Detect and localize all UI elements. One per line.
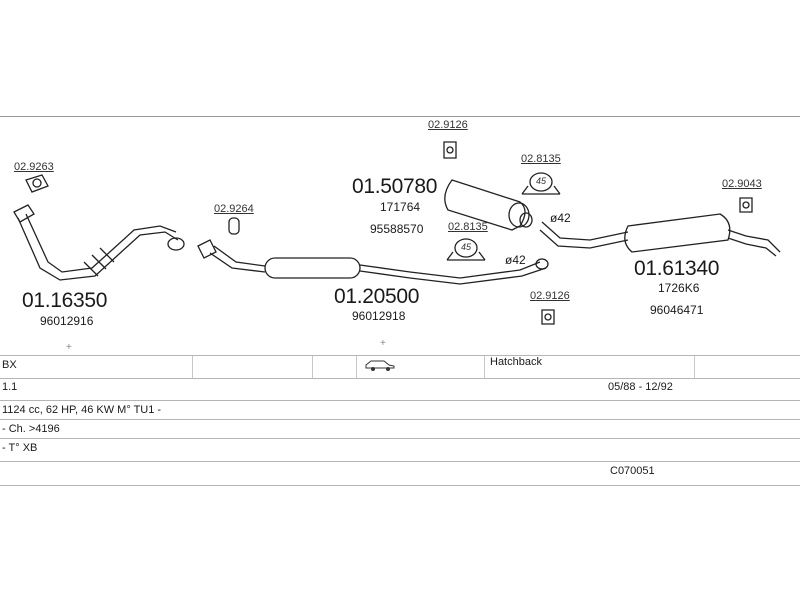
rear-rubber-drawing [739,197,753,213]
front-muffler-drawing [444,179,533,231]
rear-muffler-ref1: 1726K6 [658,281,700,295]
lower-rubber-code[interactable]: 02.9126 [530,290,570,302]
diameter-upper: ø42 [550,211,571,225]
divider [312,356,313,378]
middle-gasket-code[interactable]: 02.9264 [214,203,254,215]
divider [192,356,193,378]
rear-muffler-code[interactable]: 01.61340 [634,257,720,280]
top-border [0,116,800,117]
kit-code-cell[interactable]: C070051 [610,465,655,477]
front-muffler-rubber-code[interactable]: 02.9126 [428,119,468,131]
upper-clamp-code[interactable]: 02.8135 [521,153,561,165]
divider [356,356,357,378]
lower-rubber-drawing [541,309,555,325]
diameter-lower: ø42 [505,253,526,267]
position-marker: + [380,338,386,349]
table-row: BX Hatchback [0,355,800,379]
table-row: 1.1 05/88 - 12/92 [0,378,800,401]
front-muffler-code[interactable]: 01.50780 [352,175,438,198]
upper-clamp-size: 45 [536,176,547,186]
rear-rubber-code[interactable]: 02.9043 [722,178,762,190]
chassis-cell: - Ch. >4196 [2,423,60,435]
body-type-cell: Hatchback [490,356,542,368]
lower-clamp-size: 45 [461,242,472,252]
downpipe-drawing [13,204,185,281]
years-cell: 05/88 - 12/92 [608,381,673,393]
middle-pipe-code[interactable]: 01.20500 [334,285,420,308]
model-cell: BX [2,359,17,371]
engine-desc-cell: 1124 cc, 62 HP, 46 KW M° TU1 - [2,404,162,416]
car-icon [362,358,396,380]
table-row: C070051 [0,462,800,486]
middle-gasket-drawing [228,217,240,235]
lower-clamp-drawing [446,238,486,261]
middle-pipe-oem: 96012918 [352,309,406,323]
downpipe-oem: 96012916 [40,314,94,328]
exhaust-diagram [13,141,781,325]
downpipe-gasket-code[interactable]: 02.9263 [14,161,54,173]
front-muffler-ref2: 95588570 [370,222,424,236]
table-row: 1124 cc, 62 HP, 46 KW M° TU1 - [0,401,800,420]
table-row: - T° XB [0,439,800,462]
front-muffler-ref1: 171764 [380,200,421,214]
downpipe-code[interactable]: 01.16350 [22,289,108,312]
divider [694,356,695,378]
front-muffler-rubber-drawing [443,141,457,159]
table-row: - Ch. >4196 [0,420,800,439]
divider [484,356,485,378]
rear-muffler-drawing [539,213,781,257]
upper-clamp-drawing [521,172,561,195]
trim-cell: - T° XB [2,442,38,454]
position-marker: + [66,342,72,353]
middle-pipe-drawing [197,239,549,285]
rear-muffler-ref2: 96046471 [650,303,704,317]
engine-size-cell: 1.1 [2,381,18,393]
downpipe-gasket-drawing [25,174,49,193]
lower-clamp-code[interactable]: 02.8135 [448,221,488,233]
